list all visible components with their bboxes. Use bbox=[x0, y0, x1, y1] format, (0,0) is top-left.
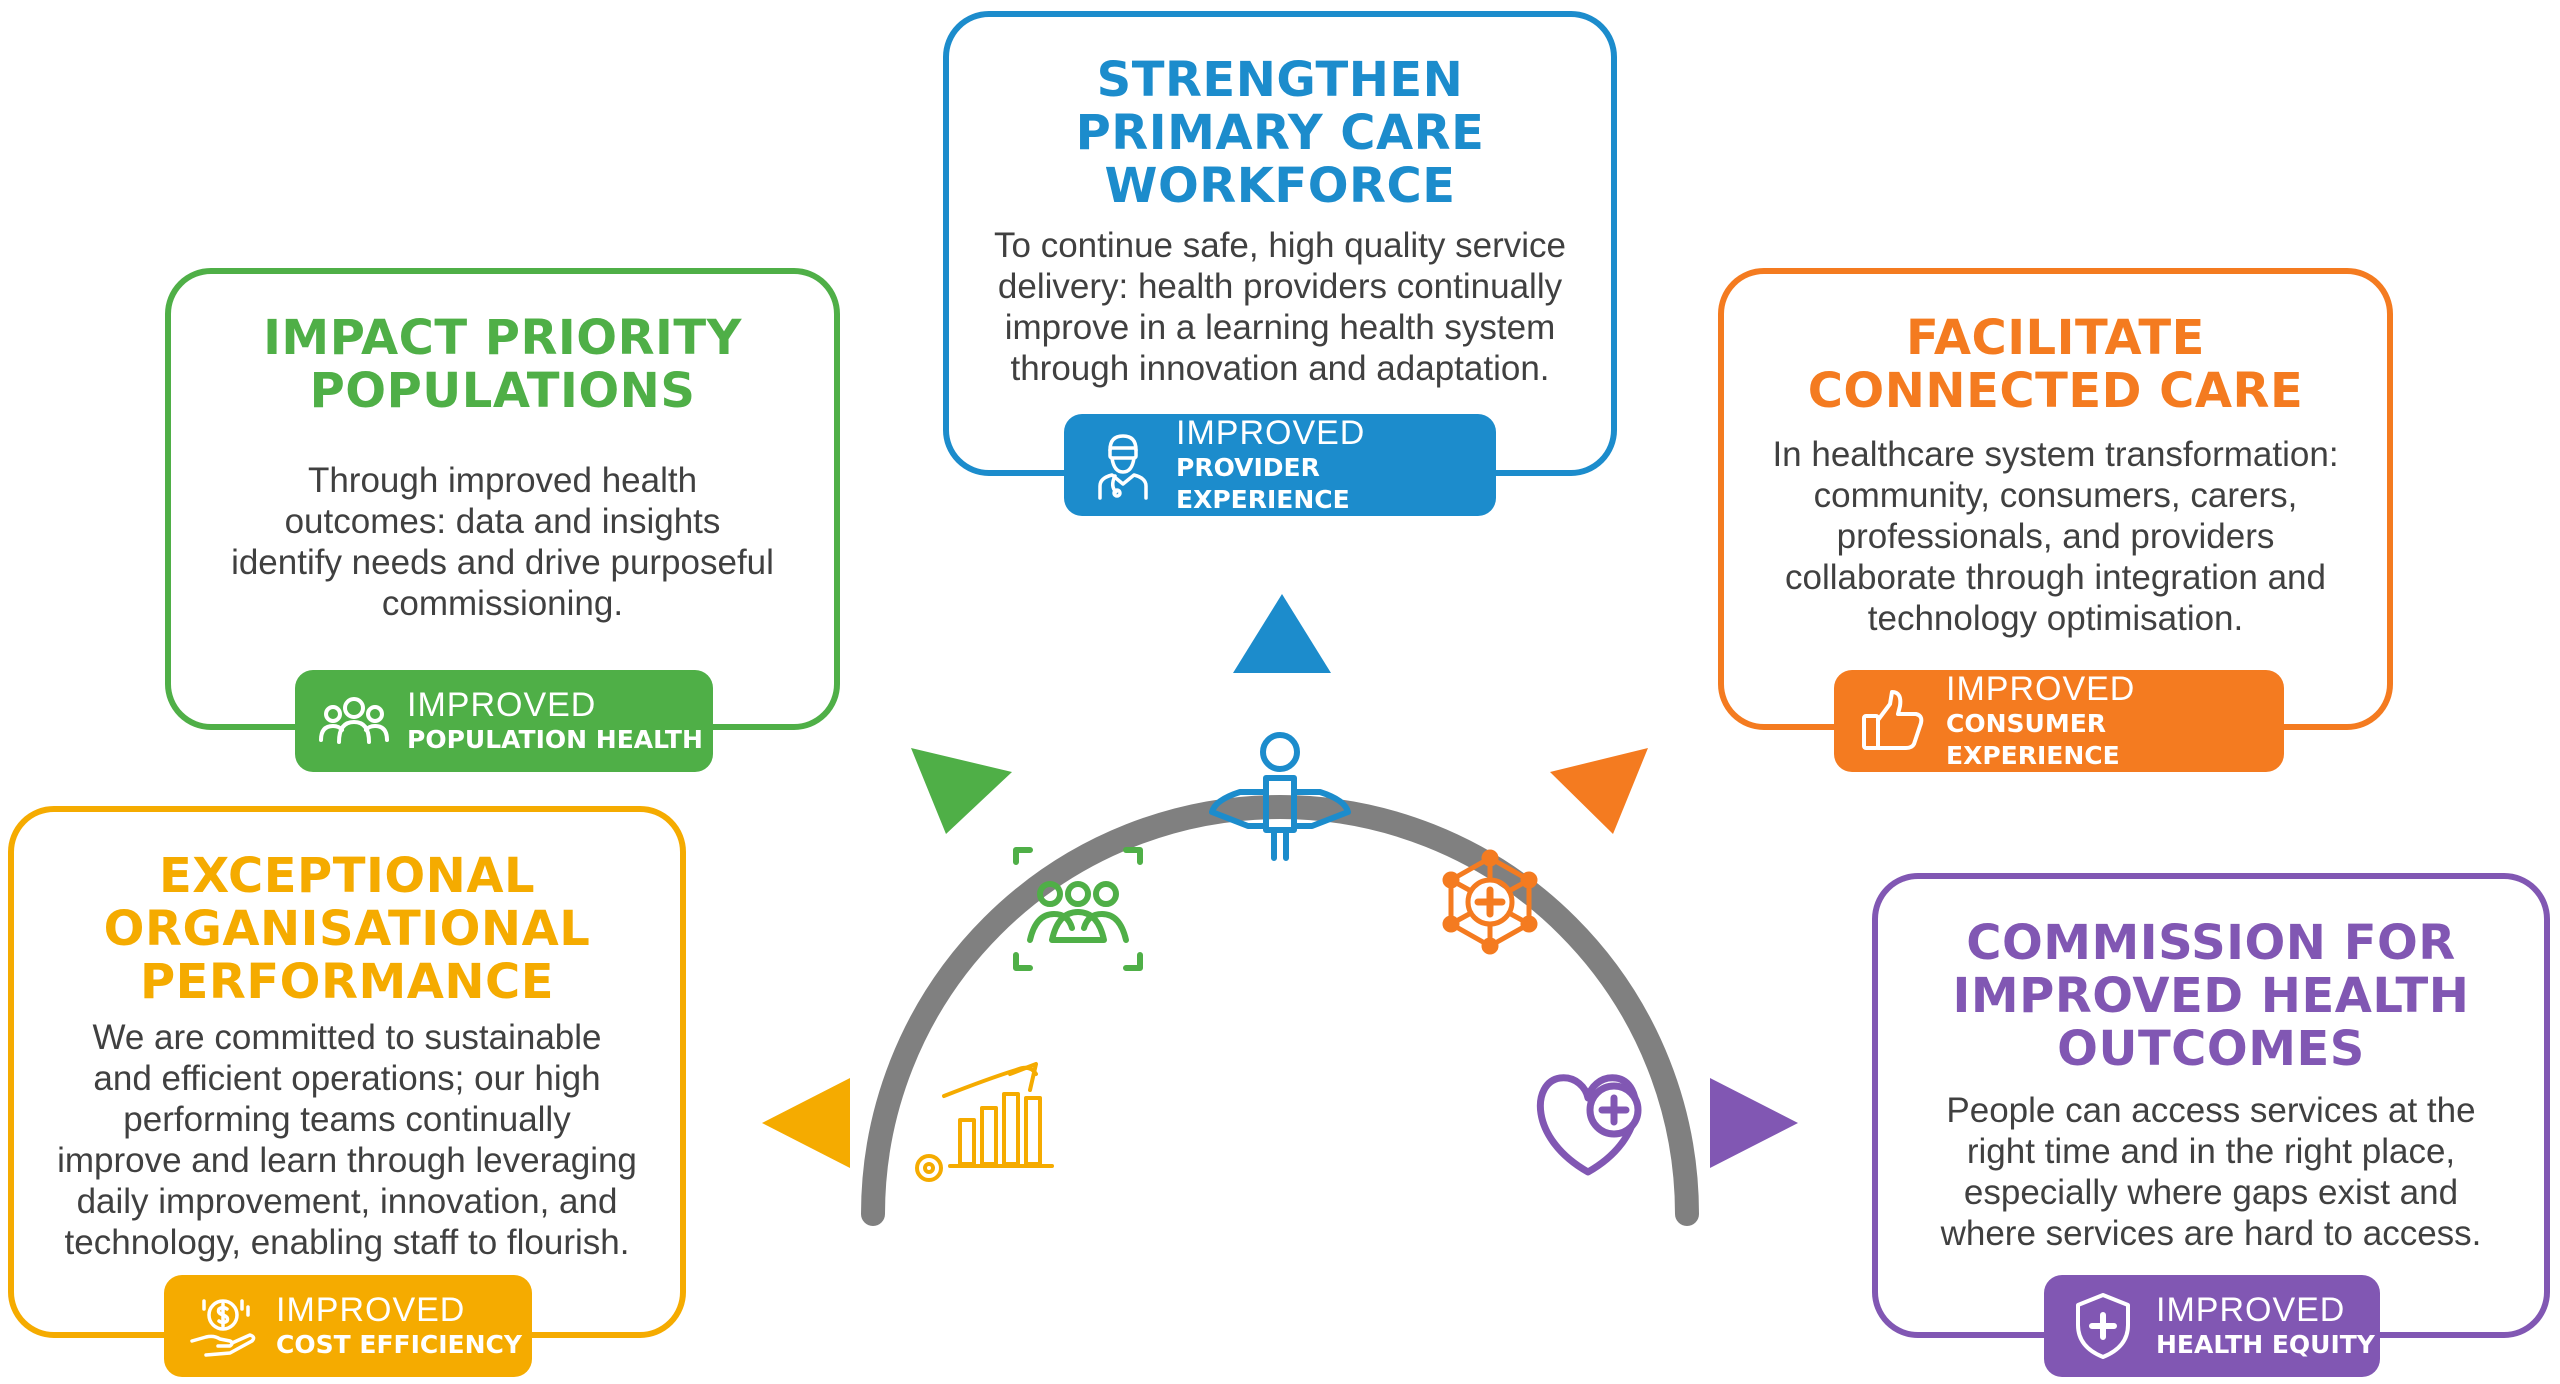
card-body: People can access services at the right … bbox=[1940, 1091, 2482, 1253]
card-body: We are committed to sustainable and effi… bbox=[57, 1018, 637, 1262]
card-title: FACILITATE CONNECTED CARE bbox=[1807, 310, 2304, 419]
card-title: STRENGTHEN PRIMARY CARE WORKFORCE bbox=[1075, 52, 1485, 214]
card-title: EXCEPTIONAL ORGANISATIONAL PERFORMANCE bbox=[103, 848, 591, 1010]
badge-line1: IMPROVED bbox=[1176, 414, 1366, 452]
shield-plus-icon bbox=[2076, 1293, 2130, 1359]
card-commission-outcomes: COMMISSION FOR IMPROVED HEALTH OUTCOMES … bbox=[1872, 873, 2550, 1338]
doctor-icon bbox=[1098, 434, 1148, 500]
badge-line1: IMPROVED bbox=[407, 686, 597, 724]
people-group-icon bbox=[319, 697, 389, 744]
badge-population-health: IMPROVED POPULATION HEALTH bbox=[295, 670, 713, 772]
badge-line2: CONSUMER EXPERIENCE bbox=[1946, 709, 2120, 770]
pointer-blue bbox=[1233, 594, 1331, 673]
card-body: Through improved health outcomes: data a… bbox=[231, 461, 774, 623]
card-title: IMPACT PRIORITY POPULATIONS bbox=[263, 310, 742, 419]
community-group-icon bbox=[1013, 847, 1143, 971]
badge-line2: PROVIDER EXPERIENCE bbox=[1176, 453, 1350, 514]
card-connected-care: FACILITATE CONNECTED CARE In healthcare … bbox=[1718, 268, 2393, 730]
arc bbox=[861, 795, 1699, 1226]
badge-line1: IMPROVED bbox=[2156, 1291, 2346, 1329]
badge-line2: POPULATION HEALTH bbox=[407, 725, 703, 754]
pointer-yellow bbox=[762, 1078, 850, 1168]
badge-provider-experience: IMPROVED PROVIDER EXPERIENCE bbox=[1064, 414, 1496, 516]
card-body: To continue safe, high quality service d… bbox=[994, 226, 1566, 388]
card-impact-populations: IMPACT PRIORITY POPULATIONS Through impr… bbox=[165, 268, 840, 730]
heart-plus-icon bbox=[1537, 1074, 1642, 1176]
card-organisational-performance: EXCEPTIONAL ORGANISATIONAL PERFORMANCE W… bbox=[8, 806, 686, 1338]
card-title: COMMISSION FOR IMPROVED HEALTH OUTCOMES bbox=[1952, 915, 2470, 1077]
badge-consumer-experience: IMPROVED CONSUMER EXPERIENCE bbox=[1834, 670, 2284, 772]
badge-cost-efficiency: IMPROVED COST EFFICIENCY bbox=[164, 1275, 532, 1377]
pointer-purple bbox=[1710, 1078, 1798, 1168]
thumbs-up-icon bbox=[1862, 690, 1924, 750]
badge-line2: COST EFFICIENCY bbox=[276, 1330, 522, 1359]
badge-health-equity: IMPROVED HEALTH EQUITY bbox=[2044, 1275, 2380, 1377]
pointer-green bbox=[911, 748, 1012, 834]
pointer-orange bbox=[1550, 748, 1648, 834]
card-body: In healthcare system transformation: com… bbox=[1772, 435, 2339, 638]
badge-line2: HEALTH EQUITY bbox=[2156, 1330, 2375, 1359]
person-hands-icon bbox=[1209, 732, 1351, 861]
badge-line1: IMPROVED bbox=[1946, 670, 2136, 708]
growth-chart-icon bbox=[915, 1062, 1054, 1182]
card-strengthen-workforce: STRENGTHEN PRIMARY CARE WORKFORCE To con… bbox=[943, 11, 1617, 476]
money-hand-icon bbox=[190, 1299, 256, 1357]
network-medical-icon bbox=[1442, 849, 1538, 955]
badge-line1: IMPROVED bbox=[276, 1291, 466, 1329]
